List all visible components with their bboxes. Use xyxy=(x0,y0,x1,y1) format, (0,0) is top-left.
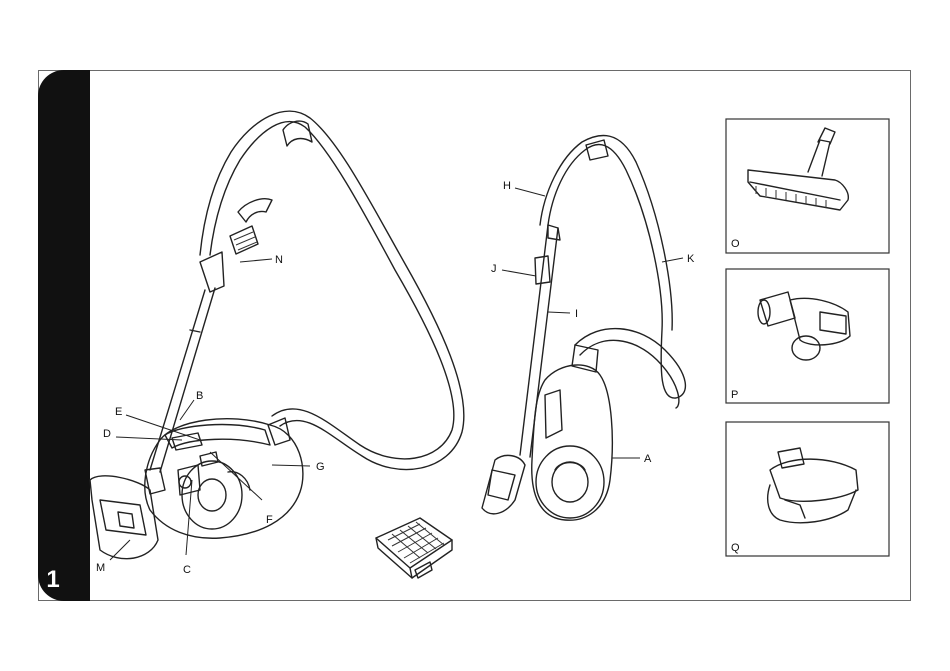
label-q: Q xyxy=(731,542,740,554)
label-k: K xyxy=(687,253,695,265)
filter-illustration xyxy=(376,518,452,578)
label-e: E xyxy=(115,406,122,418)
label-p: P xyxy=(731,389,738,401)
label-m: M xyxy=(96,562,105,574)
label-f: F xyxy=(266,514,273,526)
label-a: A xyxy=(644,453,652,465)
callout-labels: N B E D G F C M H J I K A O P Q xyxy=(96,180,740,576)
right-vacuum-illustration xyxy=(482,135,685,520)
left-vacuum-illustration xyxy=(90,111,464,559)
label-i: I xyxy=(575,308,578,320)
accessory-box-q xyxy=(726,422,889,556)
label-g: G xyxy=(316,461,325,473)
accessory-box-p xyxy=(726,269,889,403)
label-o: O xyxy=(731,238,740,250)
label-c: C xyxy=(183,564,191,576)
label-h: H xyxy=(503,180,511,192)
label-n: N xyxy=(275,254,283,266)
label-d: D xyxy=(103,428,111,440)
accessory-box-o xyxy=(726,119,889,253)
label-b: B xyxy=(196,390,203,402)
label-j: J xyxy=(491,263,497,275)
